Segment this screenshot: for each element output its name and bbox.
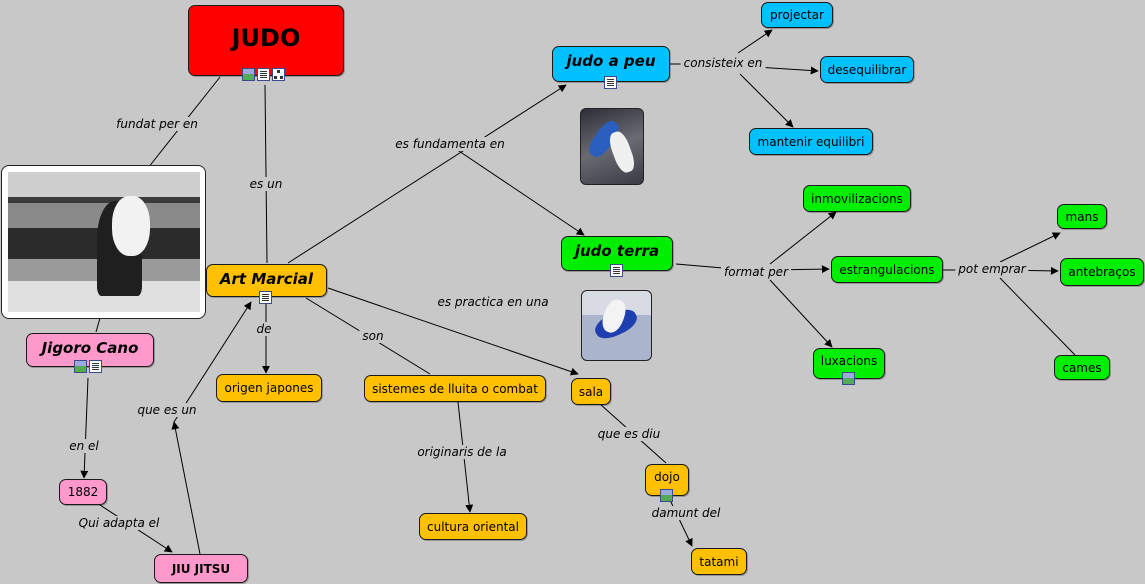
node-jiu-jitsu[interactable]: JIU JITSU [154, 554, 248, 583]
node-dojo[interactable]: dojo [645, 464, 689, 496]
dojo-icons [660, 489, 673, 502]
node-mans[interactable]: mans [1057, 204, 1107, 229]
link-que-es-un: que es un [134, 403, 200, 417]
node-sistemes-de-lluita[interactable]: sistemes de lluita o combat [364, 375, 546, 402]
link-format-per: format per [721, 265, 791, 279]
link-que-es-diu: que es diu [594, 427, 664, 441]
document-icon[interactable] [610, 264, 623, 277]
judo-terra-icons [610, 264, 623, 277]
node-inmovilizacions[interactable]: inmovilizacions [803, 185, 911, 212]
node-mantenir-equilibri[interactable]: mantenir equilibri [749, 128, 873, 155]
image-icon[interactable] [842, 372, 855, 385]
link-es-fundamenta-en: es fundamenta en [392, 137, 508, 151]
link-pot-emprar: pot emprar [955, 262, 1029, 276]
jigoro-cano-photo[interactable] [1, 165, 206, 319]
node-cultura-oriental[interactable]: cultura oriental [419, 513, 527, 540]
node-cames[interactable]: cames [1054, 355, 1110, 380]
link-de: de [253, 322, 275, 336]
link-originaris-de-la: originaris de la [414, 445, 510, 459]
link-fundat-per-en: fundat per en [113, 117, 201, 131]
image-icon[interactable] [74, 360, 87, 373]
node-antebracos[interactable]: antebraços [1060, 258, 1144, 286]
judo-resource-icons [242, 68, 285, 81]
node-projectar[interactable]: projectar [761, 2, 833, 28]
document-icon[interactable] [259, 291, 272, 304]
node-sala[interactable]: sala [571, 378, 611, 405]
judo-a-peu-icons [604, 76, 617, 89]
link-damunt-del: damunt del [648, 506, 724, 520]
link-son: son [359, 329, 387, 343]
art-marcial-icons [259, 291, 272, 304]
concept-map-icon[interactable] [272, 68, 285, 81]
image-icon[interactable] [242, 68, 255, 81]
luxacions-icons [842, 372, 855, 385]
link-es-practica-en-una: es practica en una [434, 295, 552, 309]
node-estrangulacions[interactable]: estrangulacions [831, 256, 943, 283]
link-qui-adapta-el: Qui adapta el [75, 516, 163, 530]
document-icon[interactable] [257, 68, 270, 81]
document-icon[interactable] [89, 360, 102, 373]
link-consisteix-en: consisteix en [680, 56, 766, 70]
node-desequilibrar[interactable]: desequilibrar [820, 56, 914, 83]
jigoro-cano-icons [74, 360, 102, 373]
link-en-el: en el [66, 439, 102, 453]
node-1882[interactable]: 1882 [59, 479, 107, 505]
link-es-un: es un [246, 177, 286, 191]
judo-terra-photo[interactable] [581, 290, 652, 361]
node-tatami[interactable]: tatami [691, 548, 747, 575]
document-icon[interactable] [604, 76, 617, 89]
image-icon[interactable] [660, 489, 673, 502]
judo-a-peu-photo[interactable] [580, 108, 644, 185]
node-judo[interactable]: JUDO [188, 5, 344, 76]
node-origen-japones[interactable]: origen japones [216, 374, 322, 402]
